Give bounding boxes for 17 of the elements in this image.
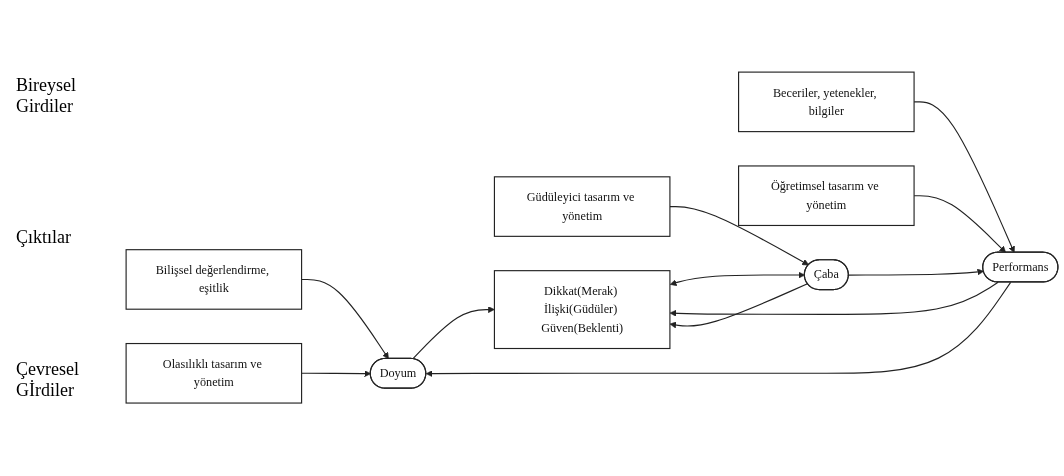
row-label: Çıktılar bbox=[16, 227, 72, 249]
arrow bbox=[425, 282, 1012, 378]
arrow bbox=[669, 283, 809, 329]
node-box: Güdüleyici tasarım ve yönetim bbox=[493, 176, 671, 238]
node-box: Beceriler, yetenekler, bilgiler bbox=[738, 71, 915, 133]
node-box: Öğretimsel tasarım ve yönetim bbox=[738, 165, 915, 227]
row-label: Çevresel Gİrdiler bbox=[16, 358, 80, 401]
row-label: Bireysel Girdiler bbox=[16, 75, 77, 118]
node-box: Olasılıklı tasarım ve yönetim bbox=[125, 343, 303, 405]
arrow bbox=[669, 282, 999, 318]
arrow bbox=[412, 306, 495, 360]
node-box: Dikkat(Merak) İlişki(Güdüler) Güven(Beklenti) bbox=[493, 270, 671, 350]
arrow bbox=[669, 206, 809, 266]
node-box: Bilişsel değerlendirme, eşitlik bbox=[125, 249, 303, 311]
arrow bbox=[848, 269, 984, 277]
arrow bbox=[301, 370, 371, 378]
arrow bbox=[301, 279, 389, 360]
